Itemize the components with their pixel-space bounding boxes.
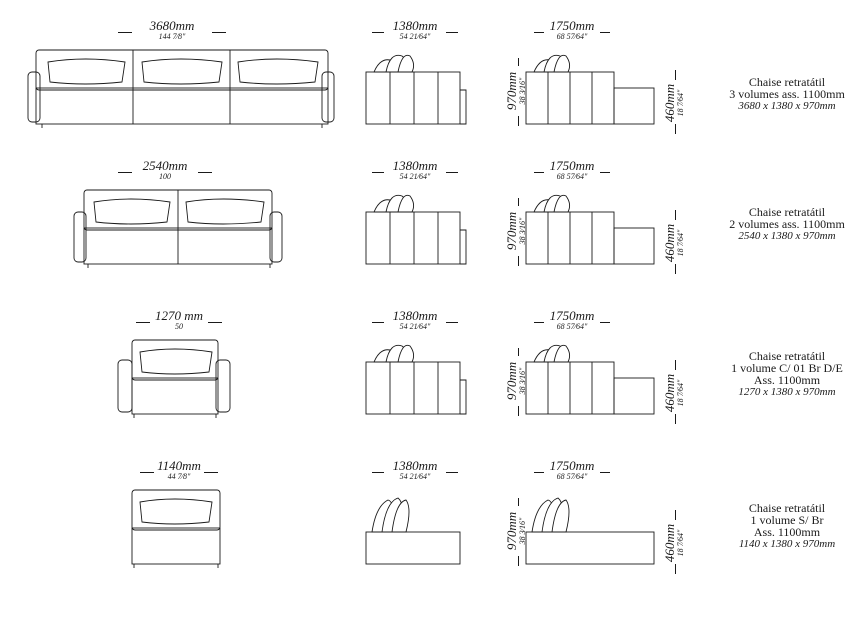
chaise-side-view xyxy=(525,497,655,565)
sofa-side-view xyxy=(365,194,467,265)
height-back-tick-top xyxy=(518,498,519,506)
front-dim-line-left xyxy=(118,32,132,33)
chaise-side-view xyxy=(525,54,655,125)
front-dim-line-right xyxy=(208,322,222,323)
sofa-side-view xyxy=(365,54,467,125)
height-back-tick-bottom xyxy=(518,556,519,566)
height-seat-tick-bottom xyxy=(675,564,676,574)
height-seat-tick-bottom xyxy=(675,264,676,274)
height-back-tick-bottom xyxy=(518,406,519,416)
chaise-dim-line-right xyxy=(600,172,610,173)
height-back-tick-top xyxy=(518,348,519,356)
front-dim-line-left xyxy=(136,322,150,323)
side-dim-line-right xyxy=(446,322,458,323)
height-seat-tick-bottom xyxy=(675,414,676,424)
height-seat-tick-top xyxy=(675,360,676,370)
description: Chaise retratátil 2 volumes ass. 1100mm … xyxy=(729,205,845,242)
chaise-dim-line-right xyxy=(600,32,610,33)
sofa-front-view xyxy=(73,189,283,268)
sofa-front-view xyxy=(131,489,221,568)
height-back-tick-bottom xyxy=(518,256,519,266)
chaise-side-view xyxy=(525,344,655,415)
front-dim-line-right xyxy=(198,172,212,173)
height-seat-tick-top xyxy=(675,210,676,220)
side-dim-line-left xyxy=(372,322,384,323)
side-dim-line-left xyxy=(372,472,384,473)
sofa-front-view xyxy=(117,339,231,418)
description: Chaise retratátil 1 volume C/ 01 Br D/E … xyxy=(731,349,843,398)
description: Chaise retratátil 1 volume S/ Br Ass. 11… xyxy=(738,501,836,550)
height-seat-tick-bottom xyxy=(675,124,676,134)
side-dim-line-left xyxy=(372,172,384,173)
chaise-dim-line-left xyxy=(534,472,544,473)
front-dim-line-right xyxy=(204,472,218,473)
side-dim-line-right xyxy=(446,472,458,473)
sofa-side-view xyxy=(365,344,467,415)
height-back-tick-bottom xyxy=(518,116,519,126)
chaise-dim-line-left xyxy=(534,32,544,33)
front-dim-line-left xyxy=(118,172,132,173)
sofa-side-view xyxy=(365,497,461,565)
side-dim-line-left xyxy=(372,32,384,33)
height-back-tick-top xyxy=(518,198,519,206)
front-dim-line-right xyxy=(212,32,226,33)
chaise-dim-line-right xyxy=(600,322,610,323)
description: Chaise retratátil 3 volumes ass. 1100mm … xyxy=(729,75,845,112)
height-seat-tick-top xyxy=(675,510,676,520)
front-dim-line-left xyxy=(140,472,154,473)
chaise-side-view xyxy=(525,194,655,265)
side-dim-line-right xyxy=(446,172,458,173)
height-seat-tick-top xyxy=(675,70,676,80)
chaise-dim-line-left xyxy=(534,322,544,323)
height-back-tick-top xyxy=(518,58,519,66)
sofa-front-view xyxy=(27,49,335,128)
side-dim-line-right xyxy=(446,32,458,33)
chaise-dim-line-right xyxy=(600,472,610,473)
chaise-dim-line-left xyxy=(534,172,544,173)
